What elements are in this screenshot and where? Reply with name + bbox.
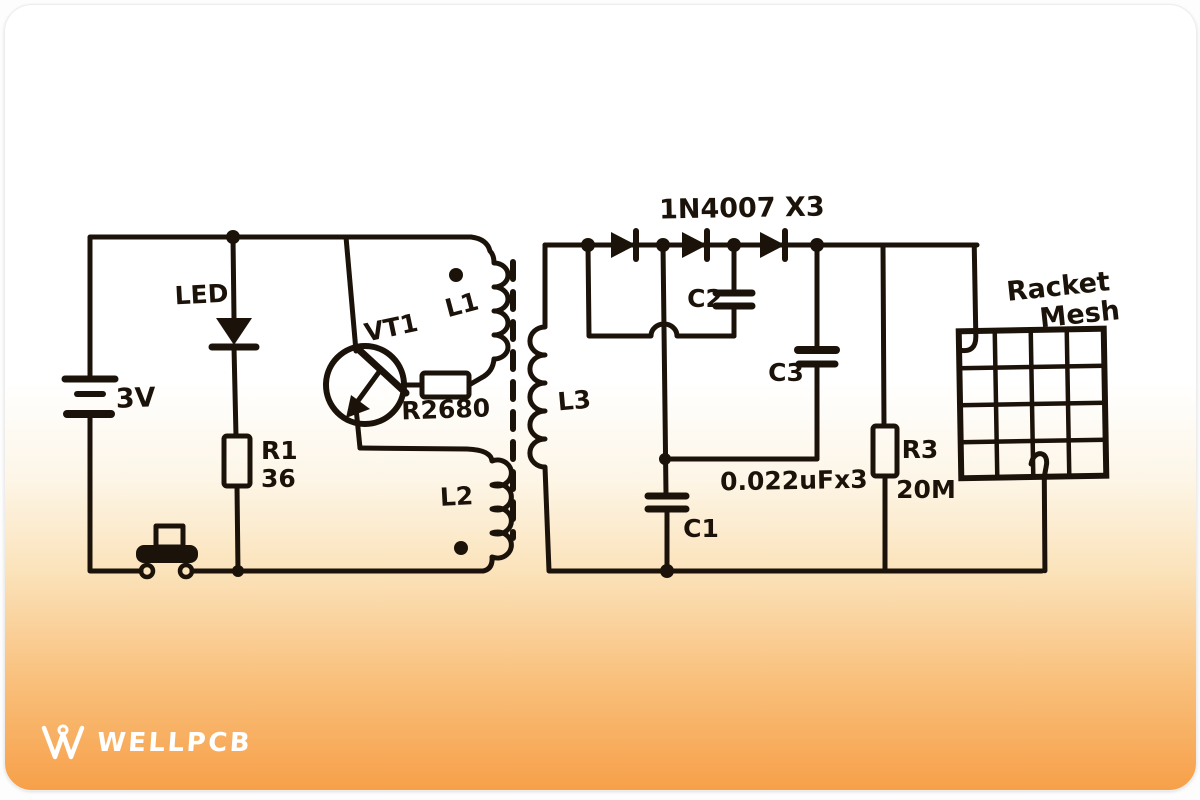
capacitor-c3: C3 0.022uFx3	[663, 242, 868, 497]
diode-1	[611, 228, 639, 262]
led-label: LED	[174, 279, 229, 311]
resistor-r3: R3 20M	[870, 242, 956, 574]
battery-voltage-label: 3V	[115, 382, 156, 414]
rectifier-diodes: 1N4007 X3	[542, 192, 980, 262]
r1-name-label: R1	[261, 436, 298, 465]
racket-mesh: Racket Mesh	[955, 243, 1121, 574]
brand-logo: WELLPCB	[39, 721, 254, 765]
c2-label: C2	[687, 284, 723, 313]
diode-3	[760, 228, 788, 262]
junction-dot	[660, 564, 674, 578]
capacitor-c2: C2	[687, 242, 756, 339]
led-diode: LED	[174, 230, 260, 439]
transformer-coil-l3: L3	[527, 242, 1045, 574]
capacitor-value-label: 0.022uFx3	[720, 465, 868, 497]
c3-label: C3	[768, 358, 804, 387]
mesh-return-wire	[1028, 451, 1050, 574]
c1-label: C1	[683, 514, 719, 543]
diodes-label: 1N4007 X3	[659, 192, 825, 226]
switch-button	[153, 523, 186, 550]
content-card: 3V LED R1 36	[4, 4, 1197, 791]
circuit-schematic: 3V LED R1 36	[61, 192, 1121, 580]
resistor-r1: R1 36	[221, 433, 298, 577]
mesh-feed-wire	[957, 243, 979, 354]
logo-w-icon	[41, 724, 85, 760]
pushbutton-switch	[136, 523, 486, 580]
transformer-coil-l2: L2	[357, 445, 514, 574]
r1-value-label: 36	[261, 464, 296, 493]
r3-value-label: 20M	[896, 475, 956, 504]
r2-label: R2680	[401, 393, 491, 425]
transformer-coil-l1: L1	[442, 234, 511, 388]
l2-label: L2	[439, 481, 474, 512]
r3-name-label: R3	[902, 435, 939, 464]
primary-circuit: 3V LED R1 36	[61, 230, 516, 580]
vt1-label: VT1	[362, 308, 421, 348]
diode-2	[682, 228, 710, 262]
winding-dot	[454, 541, 468, 555]
l3-label: L3	[556, 385, 592, 417]
l1-label: L1	[442, 286, 482, 323]
winding-dot	[449, 268, 463, 282]
brand-name: WELLPCB	[95, 728, 254, 758]
secondary-circuit: L3	[527, 192, 1121, 578]
